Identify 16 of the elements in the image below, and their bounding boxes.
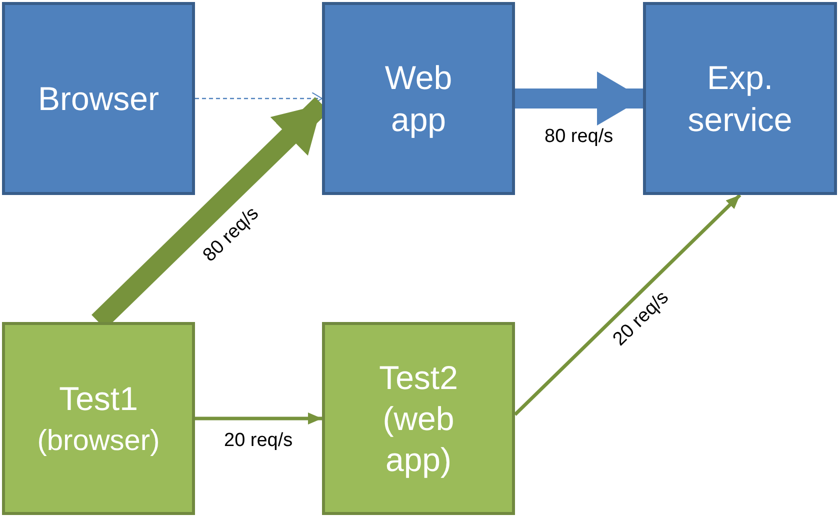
node-label: Test1 bbox=[59, 378, 138, 419]
arrow bbox=[515, 72, 643, 126]
process-box bbox=[2, 2, 195, 195]
node-label: Test2 (web app) bbox=[378, 358, 459, 480]
edge-label: 20 req/s bbox=[222, 430, 295, 452]
arrow bbox=[195, 412, 322, 424]
process-box bbox=[2, 322, 195, 515]
node-label: Web app bbox=[384, 58, 454, 140]
edge-label: 80 req/s bbox=[542, 126, 616, 148]
process-box bbox=[322, 322, 515, 515]
node-label: Browser bbox=[38, 78, 160, 119]
node-label: Exp. service bbox=[686, 58, 794, 140]
arrow bbox=[514, 194, 742, 416]
node-subtext: (browser) bbox=[37, 424, 160, 459]
process-box bbox=[322, 2, 515, 195]
process-box bbox=[643, 2, 837, 195]
